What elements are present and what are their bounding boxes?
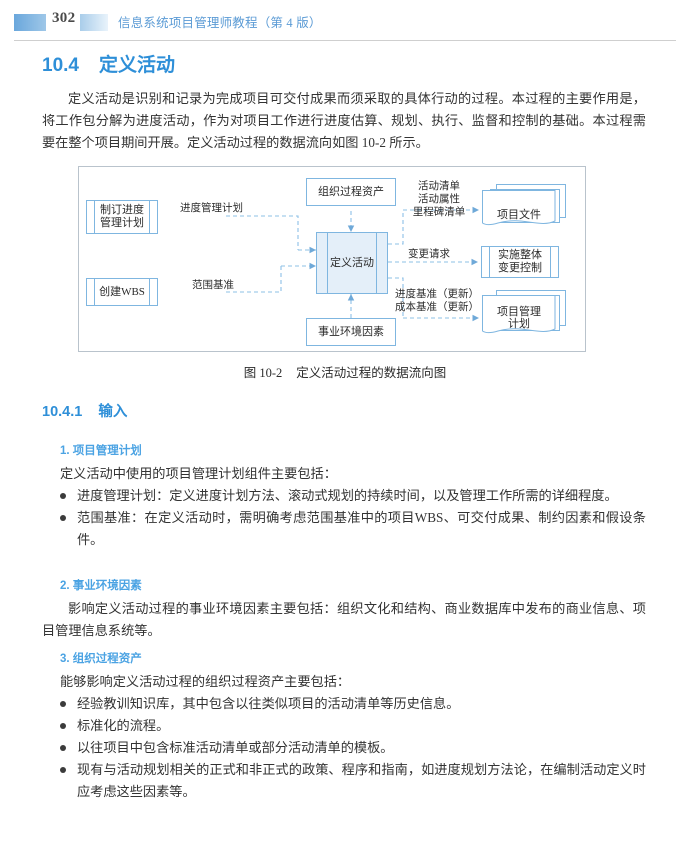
lead-project-management-plan: 定义活动中使用的项目管理计划组件主要包括： [60,466,337,481]
flow-label-line-3: 里程碑清单 [412,207,466,218]
figure-10-2: 制订进度 管理计划 创建WBS 组织过程资产 事业环境因素 定义活动 项目文件 … [78,166,586,352]
diagram-node-create-wbs: 创建WBS [86,278,158,306]
bullet-list-item1: 进度管理计划：定义进度计划方法、滚动式规划的持续时间，以及管理工作所需的详细程度… [56,485,646,551]
header-divider [14,40,676,41]
flow-label-activity-outputs: 活动清单 活动属性 里程碑清单 [400,180,478,219]
list-item-text: 现有与活动规划相关的正式和非正式的政策、程序和指南，如进度规划方法论，在编制活动… [77,762,646,799]
bullet-dot-icon [60,701,66,707]
node-line-2: 计划 [508,318,530,330]
diagram-node-project-documents: 项目文件 [482,184,568,234]
node-label: 组织过程资产 [318,185,384,198]
paragraph-enterprise-environmental-factors: 影响定义活动过程的事业环境因素主要包括：组织文化和结构、商业数据库中发布的商业信… [42,601,646,638]
node-line-2: 变更控制 [498,262,542,274]
bullet-dot-icon [60,515,66,521]
flow-label-line-2: 成本基准（更新） [395,302,479,313]
heading-organizational-process-assets: 3. 组织过程资产 [60,653,142,665]
bullet-list-item3: 经验教训知识库，其中包含以往类似项目的活动清单等历史信息。 标准化的流程。 以往… [56,693,646,803]
intro-paragraph: 定义活动是识别和记录为完成项目可交付成果而须采取的具体行动的过程。本过程的主要作… [42,91,646,150]
node-line-2: 管理计划 [100,217,144,229]
doc-front-shape [482,295,556,334]
list-item: 标准化的流程。 [56,715,646,737]
node-line-1: 项目管理 [497,306,541,318]
flow-label-line-1: 活动清单 [418,181,460,192]
node-line-1: 制订进度 [100,204,144,216]
diagram-node-develop-schedule-plan: 制订进度 管理计划 [86,200,158,234]
diagram-node-project-management-plan: 项目管理 计划 [482,290,568,342]
section-title: 定义活动 [98,55,175,76]
bullet-dot-icon [60,745,66,751]
node-label: 创建WBS [99,285,145,298]
flow-label-schedule-management-plan: 进度管理计划 [180,203,243,214]
subsection-title: 输入 [98,404,128,420]
section-heading-10-4: 10.4 定义活动 [42,50,175,77]
diagram-node-enterprise-environmental-factors: 事业环境因素 [306,318,396,346]
section-number: 10.4 [42,55,79,76]
figure-connectors [226,206,479,322]
node-label: 事业环境因素 [318,325,384,338]
bullet-dot-icon [60,493,66,499]
heading-project-management-plan: 1. 项目管理计划 [60,445,142,457]
diagram-node-define-activities: 定义活动 [316,232,388,294]
list-item-text: 以往项目中包含标准活动清单或部分活动清单的模板。 [77,740,394,755]
figure-caption-number: 图 10-2 [243,366,283,380]
subsection-number: 10.4.1 [42,404,83,420]
page-header: 302 信息系统项目管理师教程（第 4 版） [0,10,690,41]
list-item: 现有与活动规划相关的正式和非正式的政策、程序和指南，如进度规划方法论，在编制活动… [56,759,646,803]
bullet-dot-icon [60,723,66,729]
flow-label-change-request: 变更请求 [408,249,450,260]
doc-front-shape [482,190,556,226]
page-number: 302 [52,10,76,26]
lead-organizational-process-assets: 能够影响定义活动过程的组织过程资产主要包括： [60,674,351,689]
list-item: 范围基准：在定义活动时，需明确考虑范围基准中的项目WBS、可交付成果、制约因素和… [56,507,646,551]
list-item-text: 进度管理计划：定义进度计划方法、滚动式规划的持续时间，以及管理工作所需的详细程度… [77,488,618,503]
diagram-node-perform-integrated-change-control: 实施整体 变更控制 [481,246,559,278]
book-title: 信息系统项目管理师教程（第 4 版） [118,16,322,30]
flow-label-line-1: 进度基准（更新） [395,289,479,300]
list-item-text: 标准化的流程。 [77,718,170,733]
figure-caption-title: 定义活动过程的数据流向图 [296,366,447,380]
header-accent-bar-left [14,14,46,31]
list-item-text: 经验教训知识库，其中包含以往类似项目的活动清单等历史信息。 [77,696,460,711]
node-label: 定义活动 [330,256,374,269]
flow-label-line-2: 活动属性 [418,194,460,205]
flow-label-scope-baseline: 范围基准 [192,280,234,291]
list-item-text: 范围基准：在定义活动时，需明确考虑范围基准中的项目WBS、可交付成果、制约因素和… [77,510,646,547]
list-item: 进度管理计划：定义进度计划方法、滚动式规划的持续时间，以及管理工作所需的详细程度… [56,485,646,507]
section-heading-10-4-1: 10.4.1 输入 [42,400,127,421]
list-item: 以往项目中包含标准活动清单或部分活动清单的模板。 [56,737,646,759]
node-label: 项目管理 计划 [482,306,556,330]
figure-caption: 图 10-2 定义活动过程的数据流向图 [0,362,690,381]
list-item: 经验教训知识库，其中包含以往类似项目的活动清单等历史信息。 [56,693,646,715]
diagram-node-organizational-process-assets: 组织过程资产 [306,178,396,206]
node-line-1: 实施整体 [498,249,542,261]
flow-label-baseline-updates: 进度基准（更新） 成本基准（更新） [388,288,486,314]
heading-enterprise-environmental-factors: 2. 事业环境因素 [60,580,142,592]
bullet-dot-icon [60,767,66,773]
header-accent-bar-right [80,14,108,31]
node-label: 项目文件 [497,209,541,221]
